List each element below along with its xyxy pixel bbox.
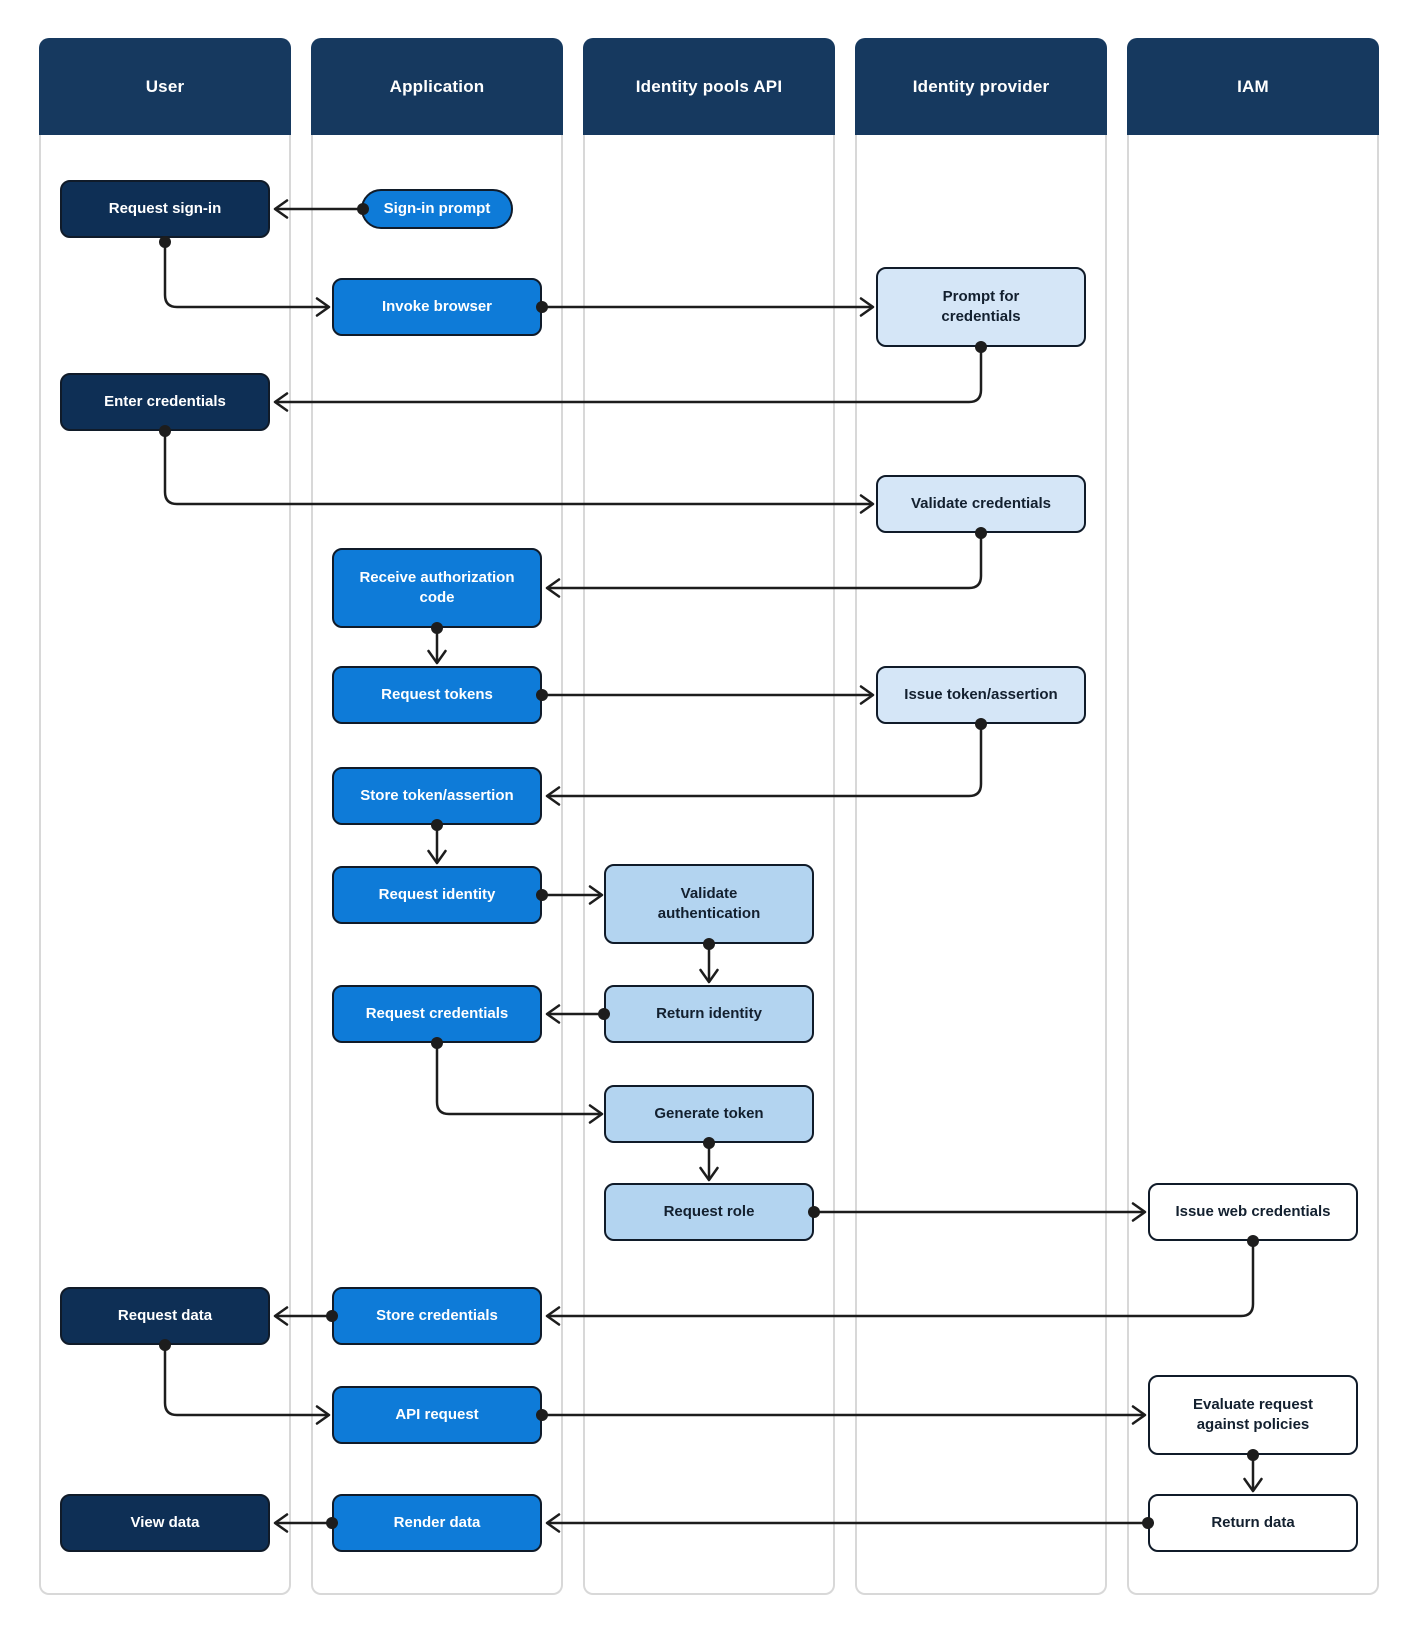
- node-request-tokens: Request tokens: [332, 666, 542, 724]
- node-generate-token: Generate token: [604, 1085, 814, 1143]
- node-return-data: Return data: [1148, 1494, 1358, 1552]
- lane-body-user: [39, 135, 291, 1595]
- node-request-credentials: Request credentials: [332, 985, 542, 1043]
- node-request-sign-in: Request sign-in: [60, 180, 270, 238]
- node-validate-credentials: Validate credentials: [876, 475, 1086, 533]
- lane-header-identity-provider: Identity provider: [855, 38, 1107, 135]
- node-issue-web-credentials: Issue web credentials: [1148, 1183, 1358, 1241]
- lane-header-application: Application: [311, 38, 563, 135]
- node-store-credentials: Store credentials: [332, 1287, 542, 1345]
- lane-body-identity-provider: [855, 135, 1107, 1595]
- node-prompt-for-credentials: Prompt for credentials: [876, 267, 1086, 347]
- node-validate-authentication: Validate authentication: [604, 864, 814, 944]
- lane-header-iam: IAM: [1127, 38, 1379, 135]
- lane-body-iam: [1127, 135, 1379, 1595]
- lane-header-identity-pools-api: Identity pools API: [583, 38, 835, 135]
- node-return-identity: Return identity: [604, 985, 814, 1043]
- node-render-data: Render data: [332, 1494, 542, 1552]
- lane-user: User: [39, 38, 291, 1595]
- node-evaluate-request-against-policies: Evaluate request against policies: [1148, 1375, 1358, 1455]
- lane-body-application: [311, 135, 563, 1595]
- node-view-data: View data: [60, 1494, 270, 1552]
- node-request-data: Request data: [60, 1287, 270, 1345]
- node-request-role: Request role: [604, 1183, 814, 1241]
- lane-identity-pools-api: Identity pools API: [583, 38, 835, 1595]
- lane-iam: IAM: [1127, 38, 1379, 1595]
- node-store-token-assertion: Store token/assertion: [332, 767, 542, 825]
- node-sign-in-prompt: Sign-in prompt: [361, 189, 513, 229]
- node-enter-credentials: Enter credentials: [60, 373, 270, 431]
- node-api-request: API request: [332, 1386, 542, 1444]
- node-receive-authorization-code: Receive authorization code: [332, 548, 542, 628]
- node-invoke-browser: Invoke browser: [332, 278, 542, 336]
- node-issue-token-assertion: Issue token/assertion: [876, 666, 1086, 724]
- lane-header-user: User: [39, 38, 291, 135]
- node-request-identity: Request identity: [332, 866, 542, 924]
